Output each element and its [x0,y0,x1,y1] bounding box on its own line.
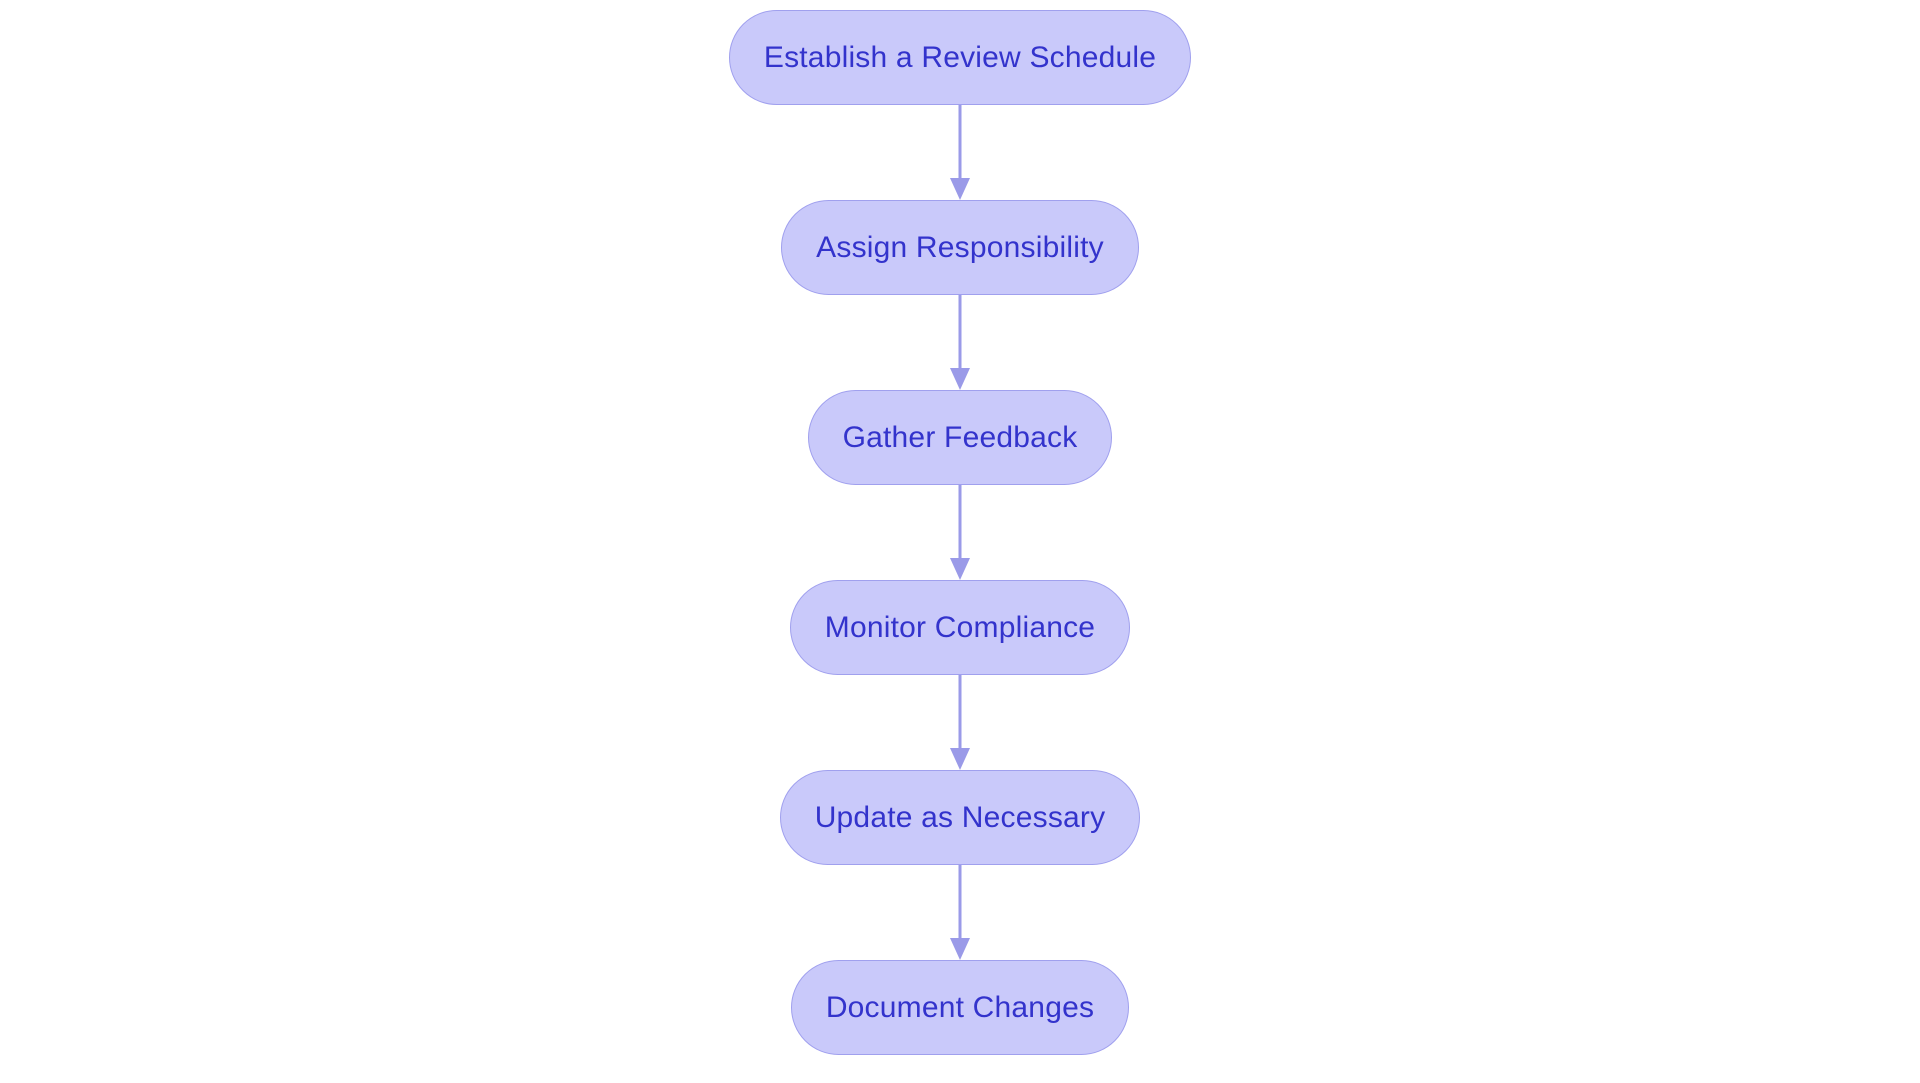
flow-node-label: Establish a Review Schedule [763,40,1157,74]
flow-node-monitor-compliance[interactable]: Monitor Compliance [789,580,1131,675]
flow-arrow-n3-to-n4 [950,485,970,580]
flow-node-establish-a-review-schedule[interactable]: Establish a Review Schedule [728,10,1192,105]
flow-arrow-n2-to-n3 [950,295,970,390]
flow-node-label: Update as Necessary [814,800,1106,834]
flow-node-update-as-necessary[interactable]: Update as Necessary [779,770,1141,865]
flow-node-assign-responsibility[interactable]: Assign Responsibility [781,200,1139,295]
flow-arrow-n1-to-n2 [950,105,970,200]
flow-node-gather-feedback[interactable]: Gather Feedback [807,390,1113,485]
flow-node-label: Assign Responsibility [816,230,1104,264]
flow-node-label: Gather Feedback [842,420,1078,454]
flow-arrow-n4-to-n5 [950,675,970,770]
flow-arrow-n5-to-n6 [950,865,970,960]
flow-node-label: Monitor Compliance [824,610,1096,644]
flow-node-label: Document Changes [825,990,1095,1024]
flow-node-document-changes[interactable]: Document Changes [790,960,1130,1055]
